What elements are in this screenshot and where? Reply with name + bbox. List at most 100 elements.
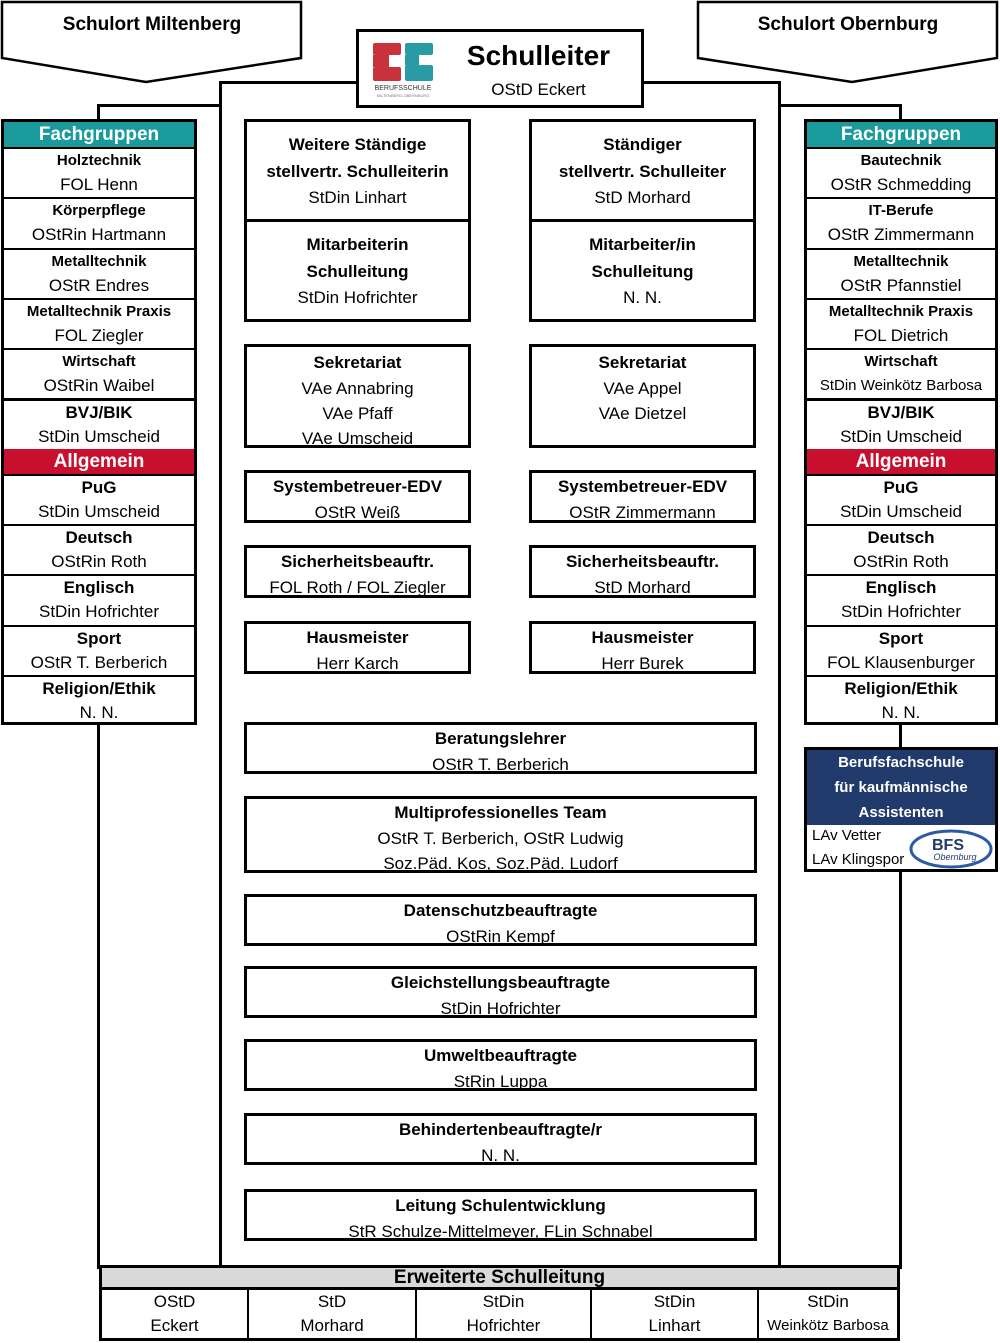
sekretariat-box-left: Sekretariat VAe Annabring VAe Pfaff VAe … xyxy=(244,344,471,448)
fach-title: Wirtschaft xyxy=(62,353,136,371)
connector-line xyxy=(778,81,781,1267)
stellv-schulleiterin-box: Weitere Ständige stellvertr. Schulleiter… xyxy=(244,119,471,222)
allg-title: PuG xyxy=(81,477,117,497)
box-name: Herr Karch xyxy=(316,654,399,673)
box-title: Beratungslehrer xyxy=(434,729,567,748)
fach-title: Wirtschaft xyxy=(864,353,938,371)
box-name: OStRin Kempf xyxy=(446,927,555,946)
box-name: StDin Hofrichter xyxy=(440,999,561,1018)
head-title: Schulleiter xyxy=(466,40,611,71)
allg-name: OStRin Roth xyxy=(853,552,949,572)
bfs-logo: BFS Obernburg xyxy=(909,829,993,869)
stellv-schulleiter-box: Ständiger stellvertr. Schulleiter StD Mo… xyxy=(529,119,756,222)
box-name: VAe Appel xyxy=(603,379,682,398)
allg-name: N. N. xyxy=(881,702,921,722)
allg-cell: Religion/Ethik N. N. xyxy=(807,674,995,725)
box-title: stellvertr. Schulleiterin xyxy=(266,162,449,181)
sicherheitsbeauftr-box-right: Sicherheitsbeauftr. StD Morhard xyxy=(529,545,756,598)
datenschutz-box: Datenschutzbeauftragte OStRin Kempf xyxy=(244,894,757,946)
fach-name: StDin Umscheid xyxy=(840,427,962,447)
erw-member: OStD Eckert xyxy=(102,1290,247,1338)
allgemein-header: Allgemein xyxy=(4,448,194,474)
fach-title: Bautechnik xyxy=(860,152,942,169)
box-name: VAe Dietzel xyxy=(598,404,687,423)
allg-cell: PuG StDin Umscheid xyxy=(4,473,194,524)
box-name: OStR T. Berberich xyxy=(432,755,569,774)
allg-title: Deutsch xyxy=(867,528,935,548)
allg-title: Religion/Ethik xyxy=(844,678,958,698)
box-title: Sicherheitsbeauftr. xyxy=(280,552,435,571)
box-name: StD Morhard xyxy=(594,188,691,207)
box-title: Hausmeister xyxy=(306,628,409,647)
schulentwicklung-box: Leitung Schulentwicklung StR Schulze-Mit… xyxy=(244,1189,757,1241)
bfs-logo-sub: Obernburg xyxy=(933,852,976,862)
svg-text:BERUFSSCHULE: BERUFSSCHULE xyxy=(375,85,432,92)
box-name: StR Schulze-Mittelmeyer, FLin Schnabel xyxy=(348,1222,653,1241)
box-title: Schulleitung xyxy=(591,262,694,281)
box-name: Soz.Päd. Kos, Soz.Päd. Ludorf xyxy=(383,854,618,873)
box-name: StDin Hofrichter xyxy=(297,288,418,307)
location-banner-right xyxy=(696,0,999,84)
connector-line xyxy=(778,104,902,107)
fach-name: OStR Endres xyxy=(48,275,150,295)
fach-name: StDin Weinkötz Barbosa xyxy=(819,377,983,395)
bfs-logo-text: BFS xyxy=(932,837,964,854)
box-name: VAe Pfaff xyxy=(322,404,393,423)
box-title: stellvertr. Schulleiter xyxy=(558,162,727,181)
box-name: Herr Burek xyxy=(601,654,684,673)
bfs-header: Berufsfachschule für kaufmännische Assis… xyxy=(807,750,995,825)
umwelt-box: Umweltbeauftragte StRin Luppa xyxy=(244,1039,757,1091)
erweiterte-schulleitung-row: OStD Eckert StD Morhard StDin Hofrichter… xyxy=(99,1290,900,1341)
erw-surname: Linhart xyxy=(648,1316,701,1335)
box-name: OStR T. Berberich, OStR Ludwig xyxy=(377,829,624,848)
location-left: Schulort Miltenberg xyxy=(62,14,242,35)
allg-title: Englisch xyxy=(63,578,135,598)
allg-name: StDin Umscheid xyxy=(38,501,160,521)
fach-name: StDin Umscheid xyxy=(38,427,160,447)
mitarbeiter-schulleitung-box: Mitarbeiter/in Schulleitung N. N. xyxy=(529,219,756,322)
location-banner-left xyxy=(0,0,303,84)
sekretariat-box-right: Sekretariat VAe Appel VAe Dietzel xyxy=(529,344,756,448)
box-title: Ständiger xyxy=(603,135,682,154)
box-name: StD Morhard xyxy=(594,578,691,597)
box-title: Systembetreuer-EDV xyxy=(272,477,443,496)
box-title: Hausmeister xyxy=(591,628,694,647)
connector-line xyxy=(97,104,222,107)
fach-title: Metalltechnik xyxy=(853,252,949,270)
multiprofessionelles-team-box: Multiprofessionelles Team OStR T. Berber… xyxy=(244,796,757,873)
allg-name: FOL Klausenburger xyxy=(827,652,975,672)
box-title: Sicherheitsbeauftr. xyxy=(565,552,720,571)
box-title: Leitung Schulentwicklung xyxy=(395,1196,606,1215)
erw-rank: StD xyxy=(317,1292,347,1311)
behinderten-box: Behindertenbeauftragte/r N. N. xyxy=(244,1113,757,1165)
box-title: Sekretariat xyxy=(313,353,402,372)
box-name: OStR Weiß xyxy=(314,503,401,522)
allg-name: OStRin Roth xyxy=(51,552,147,572)
fach-name: OStR Zimmermann xyxy=(827,225,975,245)
allg-name: StDin Hofrichter xyxy=(39,602,159,622)
erw-member: StDin Weinkötz Barbosa xyxy=(757,1290,897,1338)
allg-title: PuG xyxy=(883,477,919,497)
box-title: Umweltbeauftragte xyxy=(423,1046,578,1065)
allgemein-header: Allgemein xyxy=(807,448,995,474)
box-name: OStR Zimmermann xyxy=(569,503,716,522)
gleichstellung-box: Gleichstellungsbeauftragte StDin Hofrich… xyxy=(244,966,757,1018)
connector-line xyxy=(219,81,357,84)
box-title: Systembetreuer-EDV xyxy=(557,477,728,496)
allg-name: StDin Hofrichter xyxy=(841,602,961,622)
hausmeister-box-left: Hausmeister Herr Karch xyxy=(244,621,471,674)
head-name: OStD Eckert xyxy=(491,80,586,99)
box-name: N. N. xyxy=(481,1146,520,1165)
allg-title: Sport xyxy=(76,628,122,648)
fach-name: FOL Ziegler xyxy=(54,325,144,345)
box-title: Mitarbeiter/in xyxy=(589,235,696,254)
erw-surname: Morhard xyxy=(300,1316,364,1335)
